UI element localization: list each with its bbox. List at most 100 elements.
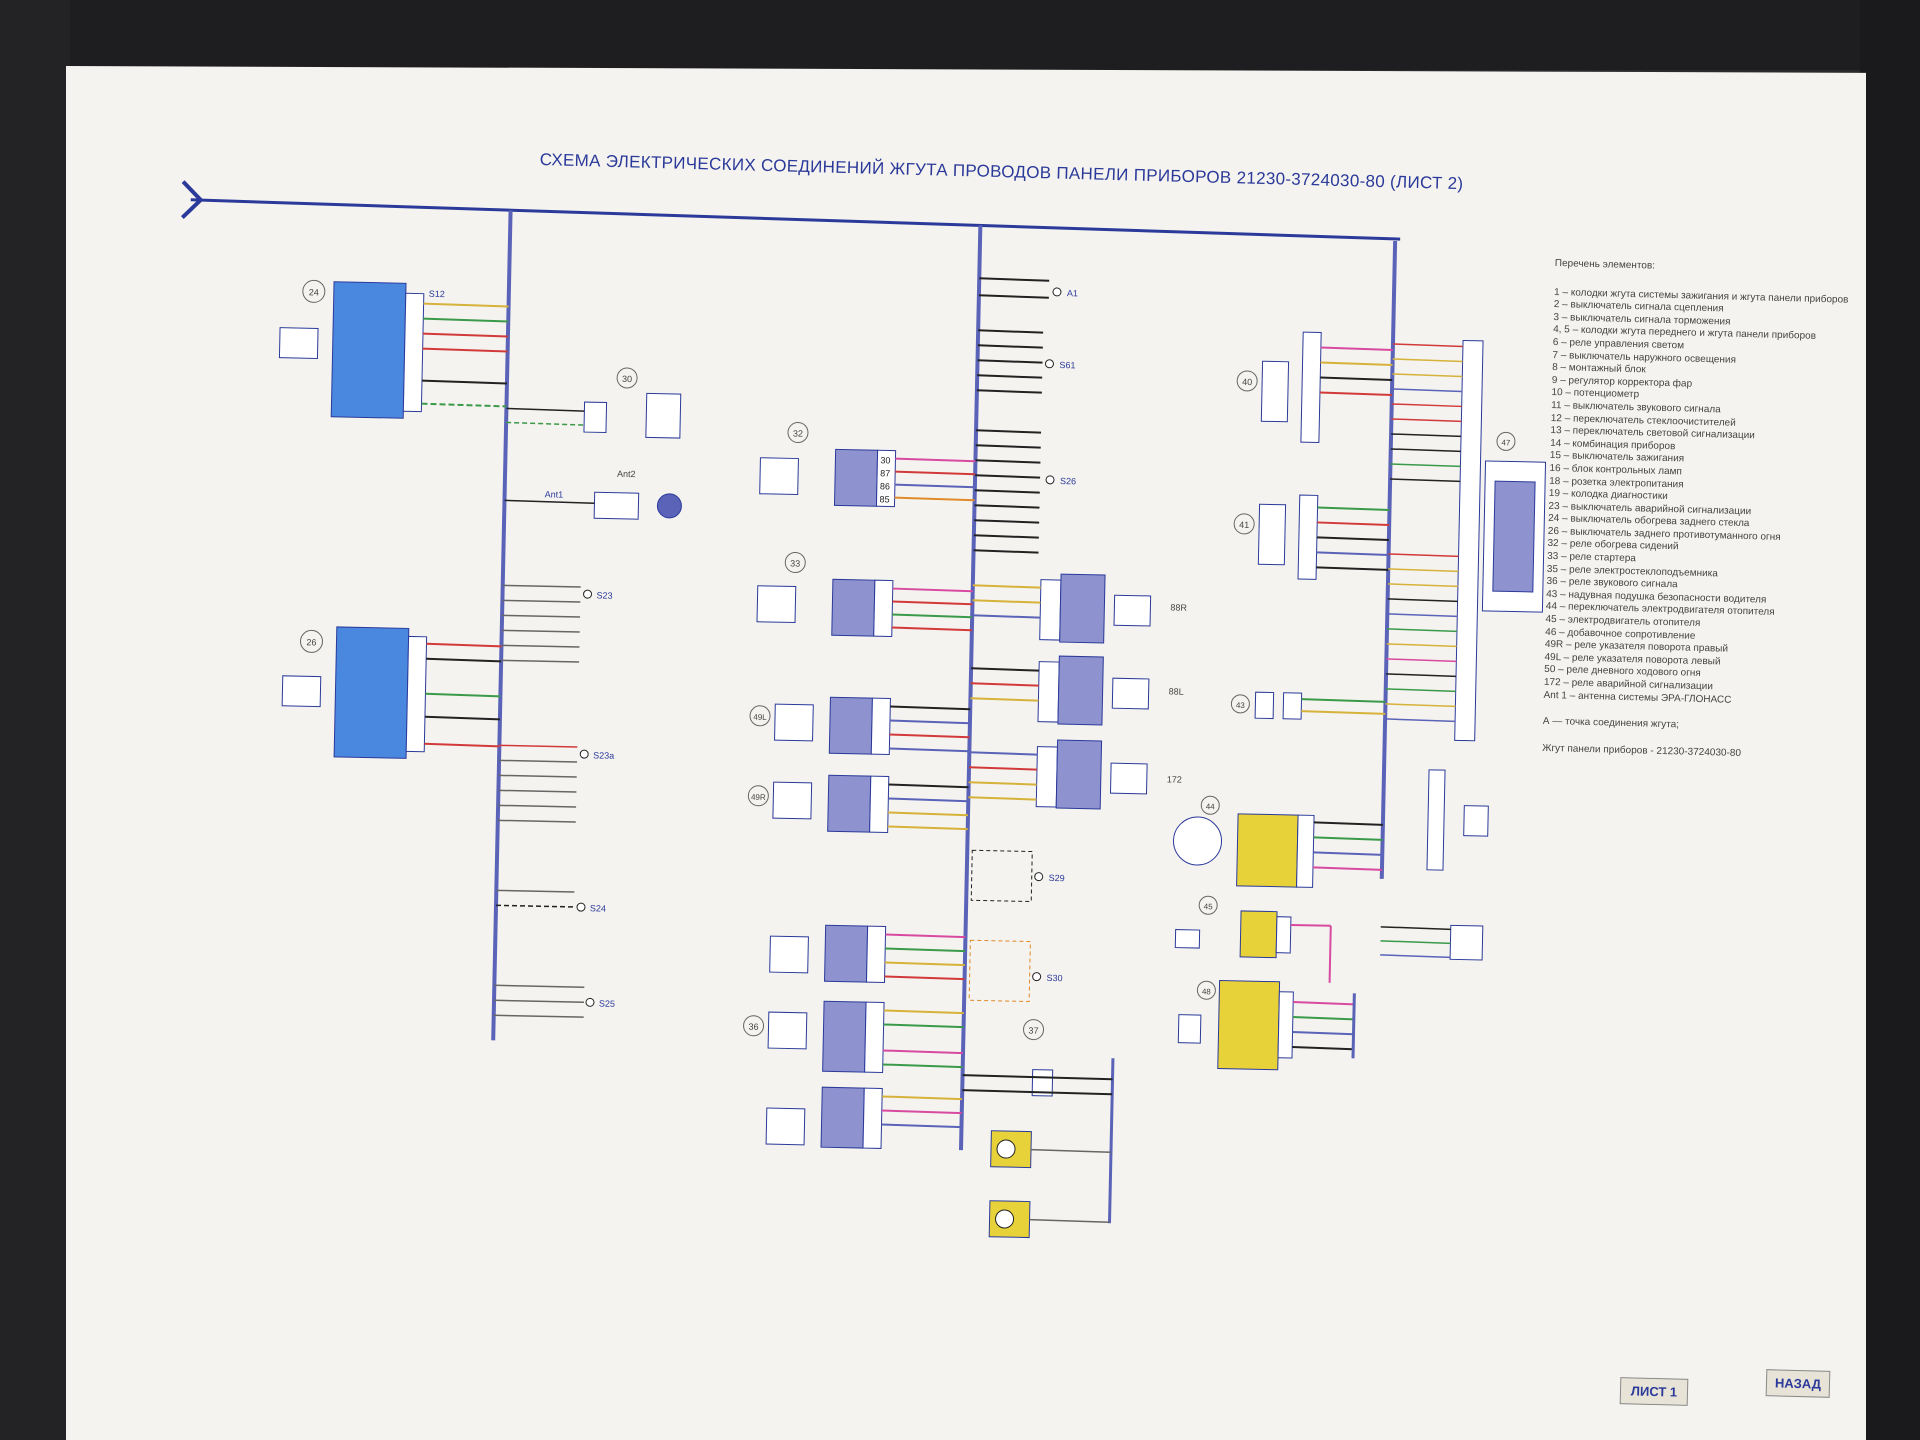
label-s25: S25 (599, 999, 615, 1009)
label-s29: S29 (1049, 873, 1065, 883)
splice-s24: S24 (496, 889, 606, 914)
wire (424, 742, 500, 748)
label-88l: 88L (1169, 686, 1184, 696)
relay-pin-label: 30 (880, 455, 890, 465)
wire (506, 407, 585, 412)
relay-pin-label: 85 (880, 494, 890, 504)
label-33: 33 (790, 558, 800, 568)
callout-37 (1023, 1019, 1045, 1041)
wire (504, 499, 595, 505)
relay-88r: 88R (972, 573, 1188, 644)
label-s23: S23 (596, 590, 612, 600)
label-49l: 49L (753, 713, 767, 722)
wire (421, 379, 507, 385)
label-37: 37 (1028, 1026, 1038, 1036)
splice-s29: S29 (970, 849, 1065, 903)
mounting-block-pins (1385, 339, 1484, 742)
wire (424, 715, 500, 721)
label-49r: 49R (751, 793, 766, 802)
label-30: 30 (622, 374, 632, 384)
relay-36: 36 (743, 1000, 964, 1073)
wire (422, 347, 508, 353)
elements-legend: Перечень элементов: 1 – колодки жгута си… (1542, 258, 1885, 764)
relay-33: 33 (756, 552, 973, 638)
label-172: 172 (1167, 774, 1182, 784)
relay-172: 172 (968, 739, 1182, 810)
relay-pin-label: 87 (880, 468, 890, 478)
antenna-icon (656, 493, 682, 519)
label-45: 45 (1204, 902, 1214, 911)
connector-47: 47 (1481, 431, 1547, 613)
splice-s23a: S23a (497, 744, 614, 823)
switch-26-pins (405, 635, 428, 753)
connector-26 (281, 675, 322, 708)
label-26: 26 (306, 637, 316, 647)
relay-32: 32 30 87 86 85 (759, 422, 976, 508)
splice-s26: S26 (973, 429, 1076, 554)
label-32: 32 (793, 428, 803, 438)
relay-35 (769, 924, 966, 983)
switch-24-block (330, 281, 407, 419)
sheet1-button[interactable]: ЛИСТ 1 (1619, 1377, 1689, 1406)
connector-24 (278, 327, 319, 359)
wire (1030, 1148, 1112, 1154)
switch-44: 44 (1173, 795, 1383, 888)
label-24: 24 (309, 287, 319, 297)
wire (506, 421, 585, 426)
label-41: 41 (1239, 520, 1249, 530)
label-ant1: Ant1 (545, 489, 564, 499)
splice-s30: S30 (968, 939, 1063, 1003)
wire (962, 1074, 1113, 1081)
callout-26 (300, 629, 324, 653)
relay-88l: 88L (970, 655, 1184, 726)
connector-41: 41 (1233, 494, 1390, 580)
lamp-icon (996, 1139, 1016, 1159)
lamp-icon (995, 1209, 1015, 1229)
splice-a1: A1 (978, 277, 1078, 299)
legend-note: А — точка соединения жгута; (1542, 716, 1680, 731)
antenna-connector (593, 491, 640, 520)
wire (1029, 1218, 1110, 1223)
connector-30 (645, 392, 682, 439)
label-48: 48 (1202, 987, 1212, 996)
splice-s23: S23 (501, 584, 613, 663)
wire (423, 302, 509, 308)
switch-26-block (333, 626, 410, 759)
label-s24: S24 (590, 903, 606, 913)
harness-bus-top (190, 198, 1401, 241)
monitor-bezel-top (0, 0, 1920, 70)
connector-30-mate (583, 401, 608, 434)
label-44: 44 (1206, 802, 1216, 811)
monitor-bezel-left (0, 0, 70, 1440)
label-s30: S30 (1047, 973, 1063, 983)
connector-43: 43 (1230, 691, 1386, 720)
diagram-body: 24 S12 26 30 Ant2 Ant1 (180, 180, 1547, 1239)
relay-40l: 49L (749, 696, 971, 756)
label-a1: A1 (1067, 288, 1078, 298)
wire (426, 642, 502, 648)
back-button[interactable]: НАЗАД (1765, 1369, 1831, 1398)
relay-pin-label: 86 (880, 481, 890, 491)
splice-s61: S61 (976, 329, 1076, 394)
trunk-right (1379, 240, 1398, 879)
switch-24-pins (402, 292, 425, 413)
label-ant2: Ant2 (617, 469, 636, 479)
motor-45: 45 (1174, 895, 1332, 983)
resistor-48: 48 (1177, 979, 1356, 1071)
connector-48-pins (1380, 769, 1489, 961)
wire (962, 1089, 1113, 1096)
label-s12: S12 (429, 289, 445, 299)
callout-24 (302, 279, 326, 303)
callout-30 (616, 367, 638, 389)
monitor-bezel-right (1860, 0, 1920, 1440)
label-43: 43 (1236, 701, 1246, 710)
trunk-bottom (1107, 1058, 1115, 1224)
label-40: 40 (1242, 377, 1252, 387)
wire (422, 332, 508, 338)
label-s23a: S23a (593, 750, 614, 760)
wire (421, 402, 507, 408)
wire (423, 317, 509, 323)
label-47: 47 (1501, 438, 1511, 447)
relay-49r: 49R (747, 774, 969, 834)
